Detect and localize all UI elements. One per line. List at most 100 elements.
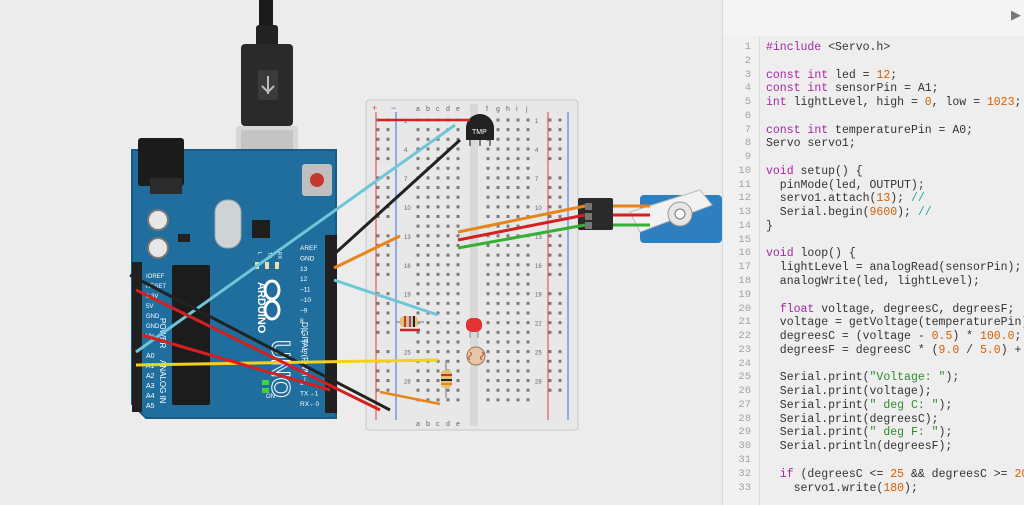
breadboard-hole[interactable] bbox=[456, 234, 460, 238]
breadboard-hole[interactable] bbox=[496, 215, 500, 218]
breadboard-hole[interactable] bbox=[426, 224, 430, 228]
breadboard-hole[interactable] bbox=[436, 398, 440, 402]
rail-hole[interactable] bbox=[558, 321, 562, 325]
rail-hole[interactable] bbox=[386, 128, 390, 132]
breadboard-hole[interactable] bbox=[446, 263, 450, 267]
breadboard-hole[interactable] bbox=[436, 176, 440, 180]
breadboard-hole[interactable] bbox=[426, 330, 430, 334]
breadboard-hole[interactable] bbox=[416, 350, 420, 354]
breadboard-hole[interactable] bbox=[436, 224, 440, 228]
rail-hole[interactable] bbox=[558, 263, 562, 267]
breadboard-hole[interactable] bbox=[456, 311, 460, 315]
temperature-sensor[interactable]: TMP bbox=[466, 114, 494, 146]
breadboard-hole[interactable] bbox=[496, 234, 500, 238]
breadboard-hole[interactable] bbox=[436, 234, 440, 238]
breadboard-hole[interactable] bbox=[426, 340, 430, 344]
breadboard-hole[interactable] bbox=[526, 137, 530, 141]
breadboard-hole[interactable] bbox=[446, 157, 450, 161]
breadboard-hole[interactable] bbox=[506, 359, 510, 363]
rail-hole[interactable] bbox=[376, 128, 380, 132]
breadboard-hole[interactable] bbox=[456, 186, 460, 190]
breadboard-hole[interactable] bbox=[506, 369, 510, 373]
code-line[interactable]: 33 servo1.write(180); bbox=[723, 482, 1024, 496]
breadboard-hole[interactable] bbox=[426, 263, 430, 267]
code-line[interactable]: 21 voltage = getVoltage(temperaturePin); bbox=[723, 316, 1024, 330]
breadboard-hole[interactable] bbox=[486, 186, 490, 190]
breadboard-hole[interactable] bbox=[446, 330, 450, 334]
rail-hole[interactable] bbox=[548, 311, 552, 315]
rail-hole[interactable] bbox=[548, 272, 552, 276]
breadboard-hole[interactable] bbox=[416, 137, 420, 141]
breadboard-hole[interactable] bbox=[456, 340, 460, 344]
breadboard-hole[interactable] bbox=[446, 292, 450, 296]
breadboard-hole[interactable] bbox=[416, 379, 420, 383]
breadboard-hole[interactable] bbox=[496, 205, 500, 209]
breadboard-hole[interactable] bbox=[486, 369, 490, 373]
breadboard-hole[interactable] bbox=[506, 388, 510, 392]
breadboard-hole[interactable] bbox=[496, 330, 500, 334]
breadboard-hole[interactable] bbox=[446, 340, 450, 344]
breadboard-hole[interactable] bbox=[516, 147, 520, 151]
breadboard-hole[interactable] bbox=[516, 301, 520, 305]
breadboard-hole[interactable] bbox=[436, 272, 440, 276]
breadboard-hole[interactable] bbox=[496, 311, 500, 315]
breadboard-hole[interactable] bbox=[456, 350, 460, 354]
code-text[interactable]: const int sensorPin = A1; bbox=[766, 82, 939, 96]
breadboard-hole[interactable] bbox=[436, 292, 440, 296]
breadboard-hole[interactable] bbox=[436, 137, 440, 141]
rail-hole[interactable] bbox=[548, 359, 552, 363]
breadboard-hole[interactable] bbox=[496, 282, 500, 286]
breadboard-hole[interactable] bbox=[516, 388, 520, 392]
rail-hole[interactable] bbox=[386, 388, 390, 392]
rail-hole[interactable] bbox=[558, 176, 562, 180]
code-line[interactable]: 11 pinMode(led, OUTPUT); bbox=[723, 179, 1024, 193]
breadboard-hole[interactable] bbox=[426, 176, 430, 180]
breadboard-hole[interactable] bbox=[486, 350, 490, 354]
breadboard-hole[interactable] bbox=[426, 157, 430, 161]
breadboard-hole[interactable] bbox=[516, 118, 520, 122]
breadboard-hole[interactable] bbox=[526, 263, 530, 267]
rail-hole[interactable] bbox=[558, 253, 562, 257]
rail-hole[interactable] bbox=[376, 205, 380, 209]
breadboard-hole[interactable] bbox=[486, 282, 490, 286]
breadboard-hole[interactable] bbox=[496, 224, 500, 228]
breadboard-hole[interactable] bbox=[416, 166, 420, 170]
rail-hole[interactable] bbox=[548, 253, 552, 257]
breadboard-hole[interactable] bbox=[516, 379, 520, 383]
breadboard-hole[interactable] bbox=[446, 243, 450, 247]
breadboard-hole[interactable] bbox=[526, 282, 530, 286]
breadboard-hole[interactable] bbox=[506, 301, 510, 305]
rail-hole[interactable] bbox=[376, 137, 380, 141]
breadboard-hole[interactable] bbox=[486, 205, 490, 209]
breadboard-hole[interactable] bbox=[496, 263, 500, 267]
breadboard-hole[interactable] bbox=[516, 137, 520, 141]
rail-hole[interactable] bbox=[386, 186, 390, 190]
rail-hole[interactable] bbox=[376, 321, 380, 325]
breadboard-hole[interactable] bbox=[526, 118, 530, 122]
rail-hole[interactable] bbox=[386, 195, 390, 199]
breadboard-hole[interactable] bbox=[516, 311, 520, 315]
breadboard-hole[interactable] bbox=[526, 340, 530, 344]
breadboard-hole[interactable] bbox=[506, 292, 510, 296]
rail-hole[interactable] bbox=[548, 195, 552, 199]
breadboard-hole[interactable] bbox=[526, 186, 530, 190]
rail-hole[interactable] bbox=[548, 157, 552, 161]
rail-hole[interactable] bbox=[548, 147, 552, 151]
breadboard-hole[interactable] bbox=[446, 195, 450, 199]
rail-hole[interactable] bbox=[558, 330, 562, 334]
breadboard-hole[interactable] bbox=[496, 292, 500, 296]
breadboard-hole[interactable] bbox=[516, 330, 520, 334]
breadboard-hole[interactable] bbox=[416, 369, 420, 373]
breadboard-hole[interactable] bbox=[436, 253, 440, 257]
servo-motor[interactable] bbox=[578, 189, 722, 243]
rail-hole[interactable] bbox=[548, 118, 552, 122]
breadboard-hole[interactable] bbox=[526, 311, 530, 315]
circuit-canvas[interactable]: ARDUINO UNO DIGITAL (PWM~) POWER ANALOG … bbox=[0, 0, 722, 505]
code-text[interactable]: void setup() { bbox=[766, 164, 863, 178]
breadboard-hole[interactable] bbox=[506, 157, 510, 161]
rail-hole[interactable] bbox=[548, 301, 552, 305]
resistor-2[interactable] bbox=[441, 360, 452, 398]
